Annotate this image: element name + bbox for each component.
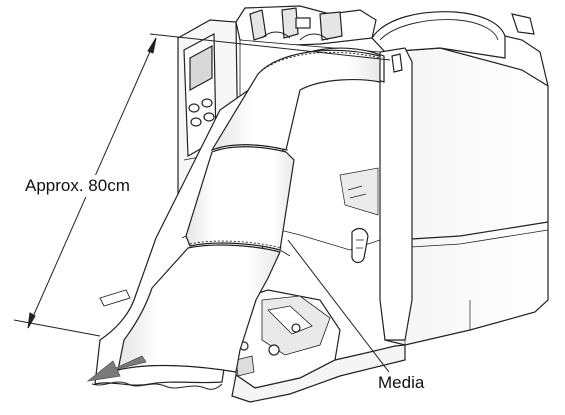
media-labels	[91, 47, 385, 390]
control-panel-display	[189, 44, 213, 92]
media-leader-line	[287, 239, 393, 377]
dimension-arrow-bottom	[27, 312, 36, 329]
dimension-extension-bottom	[13, 319, 101, 337]
dimension-arrow-top	[147, 37, 157, 54]
media-callout-label: Media	[376, 372, 427, 394]
printer-right-housing	[384, 47, 549, 346]
length-callout-label: Approx. 80cm	[22, 175, 133, 197]
dimension-extension-top	[149, 33, 391, 61]
media-label-2	[185, 146, 295, 251]
media-torn-edge	[91, 381, 223, 390]
release-lever	[351, 227, 369, 264]
housing-seam	[394, 221, 549, 241]
printer-top-cover	[371, 11, 506, 59]
control-panel-buttons	[188, 98, 215, 127]
arrow-left-down-icon	[86, 355, 147, 382]
media-guide-wall	[379, 47, 413, 341]
